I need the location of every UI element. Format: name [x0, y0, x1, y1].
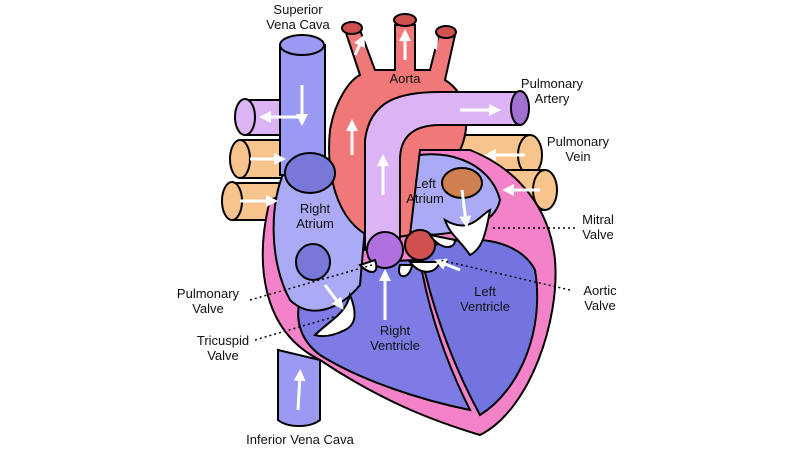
leader-lines [249, 227, 575, 341]
label-aorta: Aorta [389, 71, 421, 86]
pulmonary-valve-ring [366, 231, 404, 269]
flow-arrows [240, 29, 540, 411]
mitral-valve [427, 208, 492, 257]
aortic-valve-ring [404, 229, 436, 261]
label-inferior-vena-cava: Inferior Vena Cava [246, 432, 354, 447]
left-ventricle [418, 238, 539, 417]
tricuspid-valve [313, 291, 356, 338]
